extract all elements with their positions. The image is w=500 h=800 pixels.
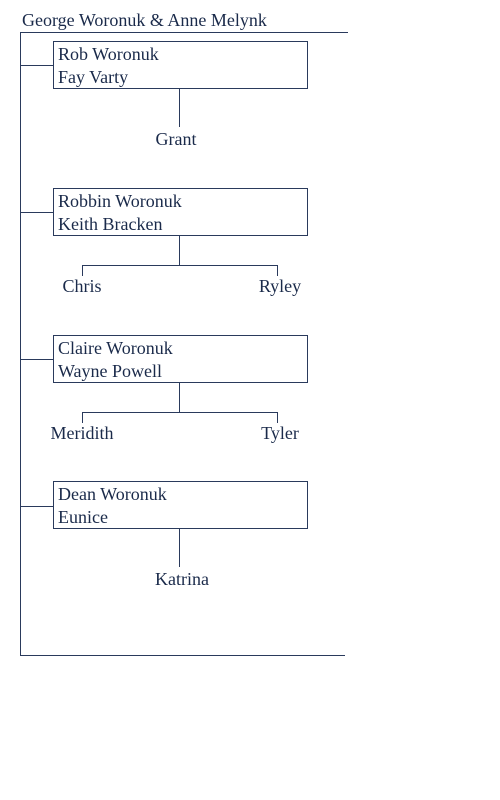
- parent-name: Robbin Woronuk: [58, 191, 182, 211]
- sibling-bar: [82, 265, 278, 266]
- child-name: Katrina: [155, 569, 209, 589]
- parent-name: Rob Woronuk: [58, 44, 159, 64]
- child-drop: [82, 265, 83, 276]
- descent-line: [179, 529, 180, 567]
- root-underline: [20, 32, 348, 33]
- spouse-name: Keith Bracken: [58, 214, 163, 234]
- family-connector: [20, 359, 53, 360]
- couple-box: Dean Woronuk Eunice: [53, 481, 308, 529]
- family-connector: [20, 65, 53, 66]
- family-connector: [20, 506, 53, 507]
- descent-line: [179, 236, 180, 265]
- descent-line: [179, 89, 180, 127]
- child-drop: [277, 265, 278, 276]
- child-name: Tyler: [261, 423, 299, 443]
- child-drop: [82, 412, 83, 423]
- couple-box: Claire Woronuk Wayne Powell: [53, 335, 308, 383]
- child-name: Ryley: [258, 276, 302, 296]
- couple-box: Robbin Woronuk Keith Bracken: [53, 188, 308, 236]
- parent-name: Claire Woronuk: [58, 338, 173, 358]
- spouse-name: Fay Varty: [58, 67, 129, 87]
- spouse-name: Wayne Powell: [58, 361, 163, 381]
- family-connector: [20, 212, 53, 213]
- bottom-line: [20, 655, 345, 656]
- trunk-line: [20, 32, 21, 656]
- root-couple-title: George Woronuk & Anne Melynk: [22, 10, 267, 30]
- parent-name: Dean Woronuk: [58, 484, 167, 504]
- child-name: Grant: [155, 129, 197, 149]
- descent-line: [179, 383, 180, 412]
- couple-box: Rob Woronuk Fay Varty: [53, 41, 308, 89]
- child-name: Meridith: [50, 423, 114, 443]
- child-name: Chris: [62, 276, 102, 296]
- sibling-bar: [82, 412, 278, 413]
- child-drop: [277, 412, 278, 423]
- spouse-name: Eunice: [58, 507, 108, 527]
